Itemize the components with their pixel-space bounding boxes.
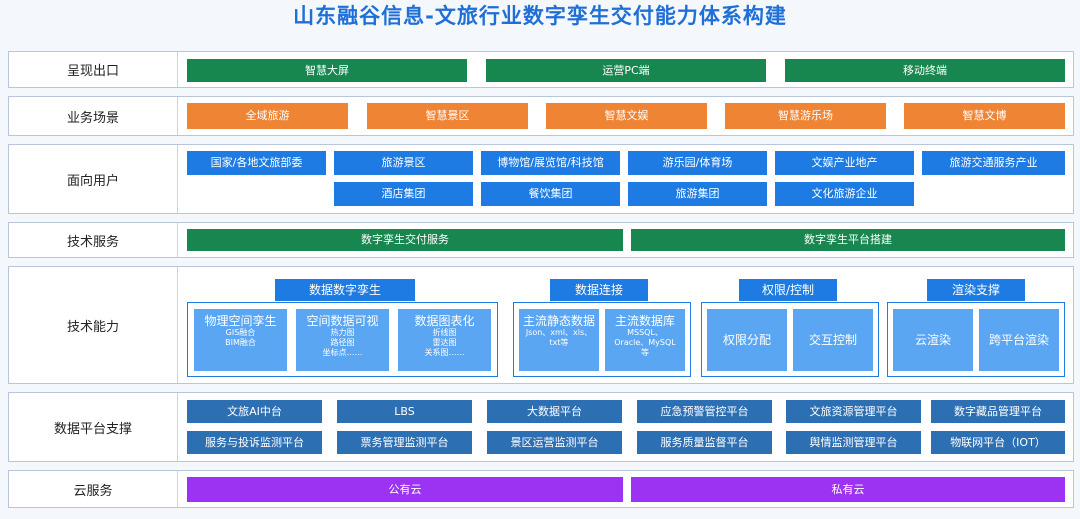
card-static-data[interactable]: 主流静态数据 Json、xml、xls、 txt等	[519, 309, 599, 371]
card-head: 主流静态数据	[522, 314, 595, 328]
platform-item[interactable]: 票务管理监测平台	[337, 431, 472, 454]
platform-item[interactable]: 服务质量监督平台	[637, 431, 772, 454]
scene-item[interactable]: 智慧文娱	[546, 103, 707, 129]
card-line: 坐标点……	[322, 348, 363, 357]
cloud-public[interactable]: 公有云	[187, 477, 623, 502]
card-line: 关系图……	[424, 348, 465, 357]
group-digital-twin: 物理空间孪生 GIS融合 BIM融合 空间数据可视 热力图 路径图 坐标点…… …	[187, 302, 498, 377]
platform-item[interactable]: 数字藏品管理平台	[931, 400, 1065, 423]
platform-item[interactable]: LBS	[337, 400, 472, 423]
user-item[interactable]: 旅游景区	[334, 151, 473, 175]
platform-item[interactable]: 大数据平台	[487, 400, 622, 423]
platform-item[interactable]: 服务与投诉监测平台	[187, 431, 322, 454]
row-platform: 数据平台支撑 文旅AI中台 LBS 大数据平台 应急预警管控平台 文旅资源管理平…	[8, 392, 1074, 462]
group-title-data-connect: 数据连接	[550, 279, 648, 301]
card-line: MSSQL、	[627, 328, 663, 337]
output-mobile[interactable]: 移动终端	[785, 59, 1065, 82]
scene-item[interactable]: 智慧游乐场	[725, 103, 886, 129]
card-line: txt等	[549, 338, 569, 347]
platform-item[interactable]: 文旅资源管理平台	[786, 400, 921, 423]
group-title-permission: 权限/控制	[739, 279, 837, 301]
card-line: Oracle、MySQL	[614, 338, 676, 347]
card-head: 云渲染	[914, 333, 951, 347]
user-item[interactable]: 游乐园/体育场	[628, 151, 767, 175]
card-head: 主流数据库	[614, 314, 675, 328]
card-physical-twin[interactable]: 物理空间孪生 GIS融合 BIM融合	[194, 309, 287, 371]
tech-service-platform[interactable]: 数字孪生平台搭建	[631, 229, 1065, 251]
group-render: 云渲染 跨平台渲染	[887, 302, 1065, 377]
page-title: 山东融谷信息-文旅行业数字孪生交付能力体系构建	[293, 4, 787, 28]
card-database[interactable]: 主流数据库 MSSQL、 Oracle、MySQL 等	[605, 309, 685, 371]
tech-service-delivery[interactable]: 数字孪生交付服务	[187, 229, 623, 251]
platform-item[interactable]: 物联网平台（IOT）	[931, 431, 1065, 454]
card-head: 空间数据可视	[306, 314, 379, 328]
row-cloud: 云服务 公有云 私有云	[8, 470, 1074, 508]
card-head: 交互控制	[808, 333, 857, 347]
card-head: 权限分配	[722, 333, 771, 347]
card-cross-platform-render[interactable]: 跨平台渲染	[979, 309, 1059, 371]
card-head: 物理空间孪生	[204, 314, 277, 328]
card-interaction-control[interactable]: 交互控制	[793, 309, 873, 371]
card-line: 等	[641, 348, 649, 357]
group-permission: 权限分配 交互控制	[701, 302, 879, 377]
row-users: 面向用户 国家/各地文旅部委 旅游景区 博物馆/展览馆/科技馆 游乐园/体育场 …	[8, 144, 1074, 214]
row-scene: 业务场景 全域旅游 智慧景区 智慧文娱 智慧游乐场 智慧文博	[8, 96, 1074, 136]
user-item[interactable]: 酒店集团	[334, 182, 473, 206]
row-tech-ability: 技术能力 数据数字孪生 物理空间孪生 GIS融合 BIM融合 空间数据可视 热力…	[8, 266, 1074, 384]
card-line: GIS融合	[225, 328, 256, 337]
row-label-cloud: 云服务	[9, 471, 178, 507]
user-item[interactable]: 文娱产业地产	[775, 151, 914, 175]
platform-item[interactable]: 景区运营监测平台	[487, 431, 622, 454]
scene-item[interactable]: 全域旅游	[187, 103, 348, 129]
user-item[interactable]: 文化旅游企业	[775, 182, 914, 206]
platform-item[interactable]: 应急预警管控平台	[637, 400, 772, 423]
platform-item[interactable]: 文旅AI中台	[187, 400, 322, 423]
row-label-platform: 数据平台支撑	[9, 393, 178, 461]
user-item[interactable]: 旅游交通服务产业	[922, 151, 1065, 175]
user-item[interactable]: 旅游集团	[628, 182, 767, 206]
user-item[interactable]: 博物馆/展览馆/科技馆	[481, 151, 620, 175]
card-line: 折线图	[432, 328, 457, 337]
row-label-scene: 业务场景	[9, 97, 178, 135]
card-head: 数据图表化	[414, 314, 475, 328]
card-line: 热力图	[330, 328, 355, 337]
platform-item[interactable]: 舆情监测管理平台	[786, 431, 921, 454]
scene-item[interactable]: 智慧文博	[904, 103, 1065, 129]
cloud-private[interactable]: 私有云	[631, 477, 1065, 502]
group-title-render: 渲染支撑	[927, 279, 1025, 301]
card-data-charts[interactable]: 数据图表化 折线图 雷达图 关系图……	[398, 309, 491, 371]
user-item[interactable]: 国家/各地文旅部委	[187, 151, 326, 175]
row-label-tech-ability: 技术能力	[9, 267, 178, 383]
card-cloud-render[interactable]: 云渲染	[893, 309, 973, 371]
card-spatial-visual[interactable]: 空间数据可视 热力图 路径图 坐标点……	[296, 309, 389, 371]
row-label-tech-service: 技术服务	[9, 223, 178, 257]
output-big-screen[interactable]: 智慧大屏	[187, 59, 467, 82]
card-head: 跨平台渲染	[988, 333, 1049, 347]
card-line: BIM融合	[225, 338, 256, 347]
group-data-connect: 主流静态数据 Json、xml、xls、 txt等 主流数据库 MSSQL、 O…	[513, 302, 691, 377]
row-label-output: 呈现出口	[9, 52, 178, 87]
row-label-users: 面向用户	[9, 145, 178, 213]
card-line: Json、xml、xls、	[525, 328, 593, 337]
row-output: 呈现出口 智慧大屏 运营PC端 移动终端	[8, 51, 1074, 88]
card-permission-assign[interactable]: 权限分配	[707, 309, 787, 371]
output-pc[interactable]: 运营PC端	[486, 59, 766, 82]
card-line: 雷达图	[432, 338, 457, 347]
scene-item[interactable]: 智慧景区	[367, 103, 528, 129]
group-title-digital-twin: 数据数字孪生	[275, 279, 415, 301]
user-item[interactable]: 餐饮集团	[481, 182, 620, 206]
row-tech-service: 技术服务 数字孪生交付服务 数字孪生平台搭建	[8, 222, 1074, 258]
card-line: 路径图	[330, 338, 355, 347]
